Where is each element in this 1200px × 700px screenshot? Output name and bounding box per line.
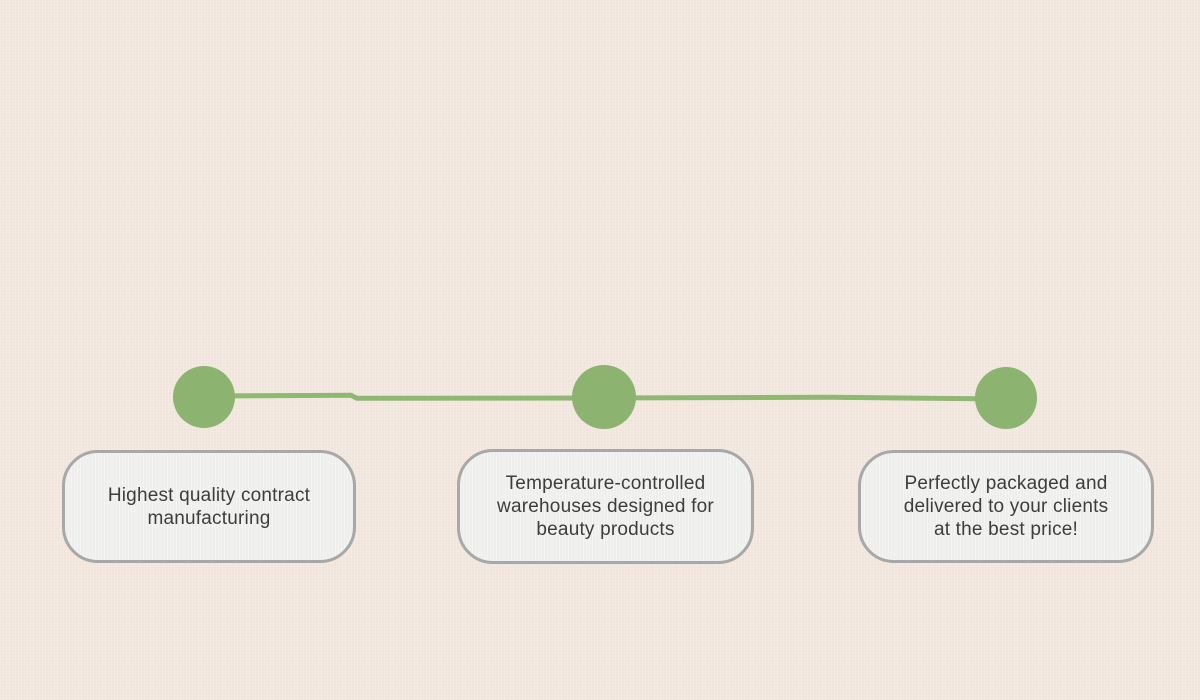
card-warehouses: Temperature-controlled warehouses design… bbox=[457, 449, 754, 564]
timeline-node-2 bbox=[572, 365, 636, 429]
card-text-line: Highest quality contract bbox=[107, 484, 311, 506]
card-text-line: Temperature-controlled bbox=[505, 473, 706, 494]
timeline-node-1 bbox=[173, 366, 235, 428]
card-text-line: at the best price! bbox=[933, 519, 1079, 540]
timeline-line bbox=[201, 392, 1009, 402]
card-text-line: Perfectly packaged and bbox=[904, 473, 1108, 494]
card-contract-manufacturing: Highest quality contract manufacturing bbox=[62, 450, 356, 563]
card-text-line: delivered to your clients bbox=[903, 496, 1109, 517]
card-text-line: manufacturing bbox=[147, 507, 271, 529]
card-delivery: Perfectly packaged and delivered to your… bbox=[858, 450, 1154, 563]
card-text-line: beauty products bbox=[536, 519, 675, 540]
card-text-line: warehouses designed for bbox=[497, 496, 714, 517]
timeline-node-3 bbox=[975, 367, 1037, 429]
